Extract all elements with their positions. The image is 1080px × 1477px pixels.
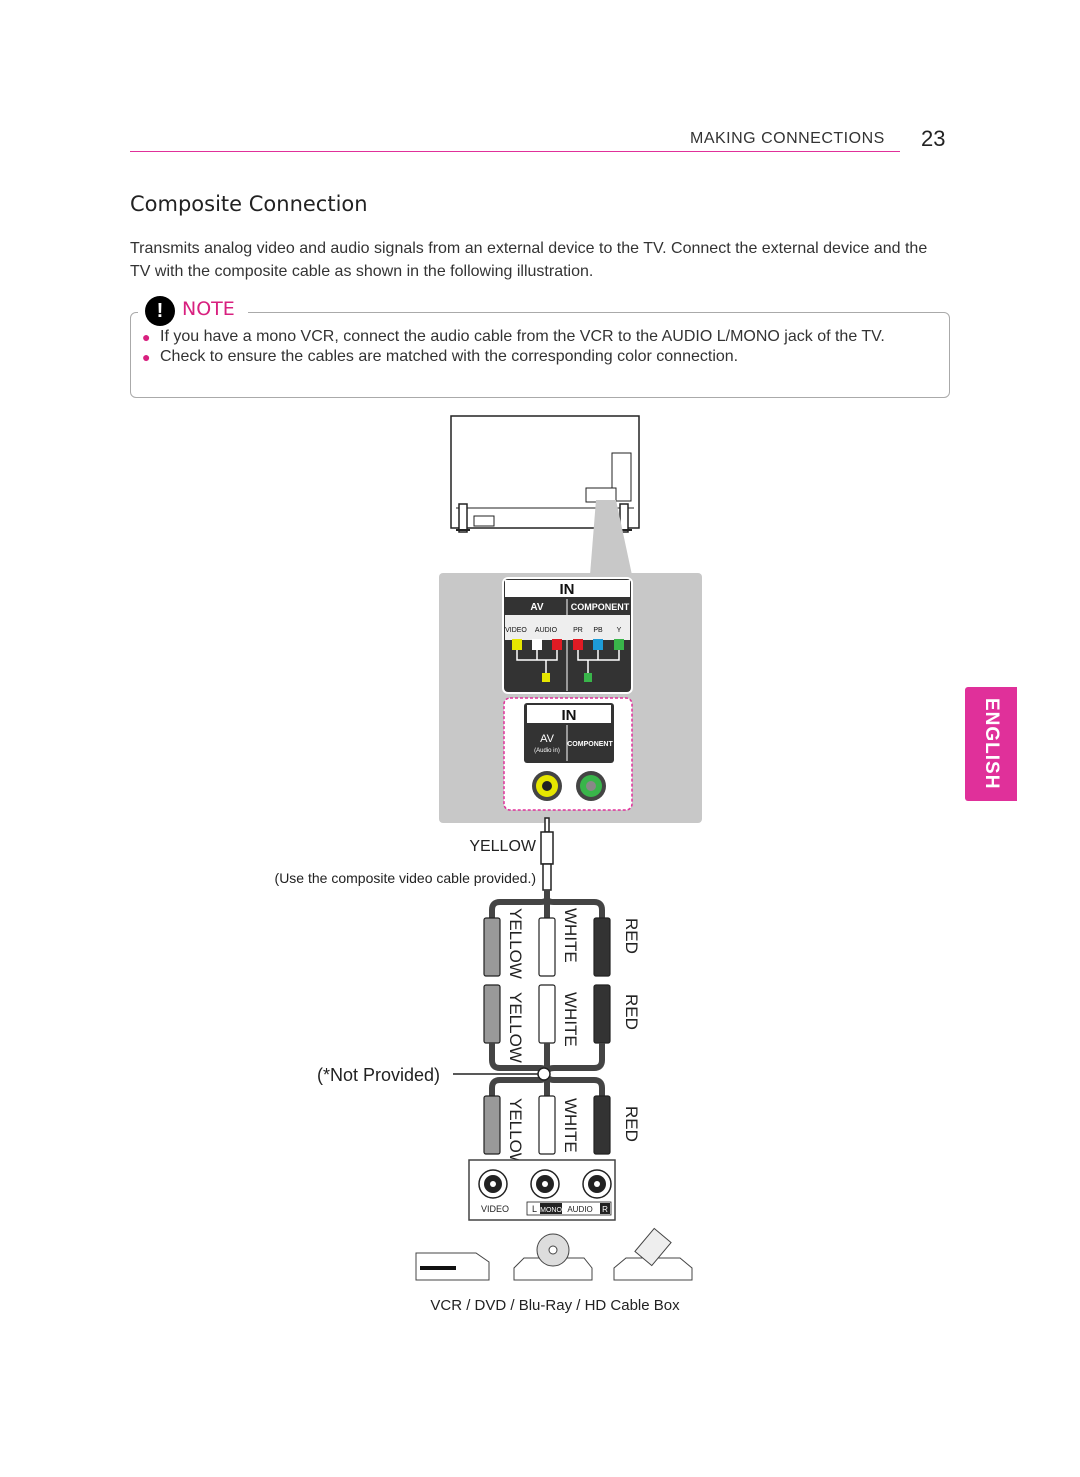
yellow-label: YELLOW (469, 838, 537, 855)
rca-plugs-middle (483, 984, 611, 1044)
language-tab-label: ENGLISH (981, 698, 1002, 790)
red-jack (573, 639, 583, 650)
device-r-label: R (602, 1205, 608, 1214)
plug-label-white: WHITE (561, 992, 580, 1047)
red-jack (552, 639, 562, 650)
composite-plug-top (540, 817, 554, 891)
vcr-icon (415, 1252, 490, 1281)
junction-marker (537, 1067, 551, 1081)
panel1-pb-label: PB (593, 627, 603, 634)
panel1-pr-label: PR (573, 627, 583, 634)
plug-label-yellow: YELLOW (506, 1098, 525, 1169)
panel1-video-label: VIDEO (505, 627, 527, 634)
yellow-jack (512, 639, 522, 650)
external-device-jacks: VIDEO L MONO AUDIO R (468, 1159, 616, 1221)
zoom-wedge (590, 500, 632, 575)
plug-label-white: WHITE (561, 908, 580, 963)
plug-label-yellow: YELLOW (506, 908, 525, 979)
header-divider (130, 151, 900, 152)
note-list: ● If you have a mono VCR, connect the aud… (140, 327, 940, 367)
panel2-av-label: AV (540, 733, 555, 745)
plug-label-red: RED (622, 918, 641, 954)
note-item: ● Check to ensure the cables are matched … (140, 347, 940, 367)
section-title: Composite Connection (130, 192, 368, 216)
rca-plugs-lower (483, 1095, 611, 1155)
panel2-component-label: COMPONENT (567, 741, 613, 748)
cable-box-icon (613, 1227, 693, 1281)
bullet-icon: ● (142, 329, 151, 345)
device-l-label: L (532, 1204, 537, 1214)
page-number: 23 (921, 126, 946, 151)
panel2-heading: IN (562, 707, 577, 724)
device-audio-label: AUDIO (567, 1205, 592, 1214)
green-jack (584, 673, 592, 682)
not-provided-label: (*Not Provided) (317, 1065, 440, 1085)
green-jack (614, 639, 624, 650)
rca-plugs-upper (483, 917, 611, 977)
input-panel-av-component: IN AV COMPONENT VIDEO AUDIO PR PB Y (502, 577, 633, 694)
exclamation-icon: ! (145, 296, 175, 326)
header-section-title: MAKING CONNECTIONS (690, 130, 885, 147)
plug-label-red: RED (622, 994, 641, 1030)
cable-note: (Use the composite video cable provided.… (275, 870, 536, 886)
note-item: ● If you have a mono VCR, connect the aud… (140, 327, 940, 347)
language-tab (965, 687, 1017, 801)
devices-caption: VCR / DVD / Blu-Ray / HD Cable Box (430, 1297, 680, 1314)
plug-label-yellow: YELLOW (506, 992, 525, 1063)
note-item-text: If you have a mono VCR, connect the audi… (160, 328, 885, 345)
dvd-player-icon (513, 1233, 593, 1281)
panel1-y-label: Y (617, 627, 622, 634)
input-panel-av-mini: IN AV (Audio in) COMPONENT (503, 697, 633, 811)
panel1-heading: IN (560, 581, 575, 598)
note-label: NOTE (182, 298, 235, 320)
blue-jack (593, 639, 603, 650)
panel1-av-label: AV (530, 602, 543, 613)
yellow-jack (542, 673, 550, 682)
bullet-icon: ● (142, 349, 151, 365)
panel2-audio-in-label: (Audio in) (534, 748, 560, 754)
intro-paragraph: Transmits analog video and audio signals… (130, 240, 928, 280)
device-video-label: VIDEO (481, 1204, 509, 1214)
plug-label-red: RED (622, 1106, 641, 1142)
plug-label-white: WHITE (561, 1098, 580, 1153)
note-box (130, 312, 950, 398)
panel1-component-label: COMPONENT (571, 602, 630, 612)
note-item-text: Check to ensure the cables are matched w… (160, 348, 739, 365)
device-mono-label: MONO (540, 1207, 562, 1214)
white-jack (532, 639, 542, 650)
panel1-audio-label: AUDIO (535, 627, 558, 634)
